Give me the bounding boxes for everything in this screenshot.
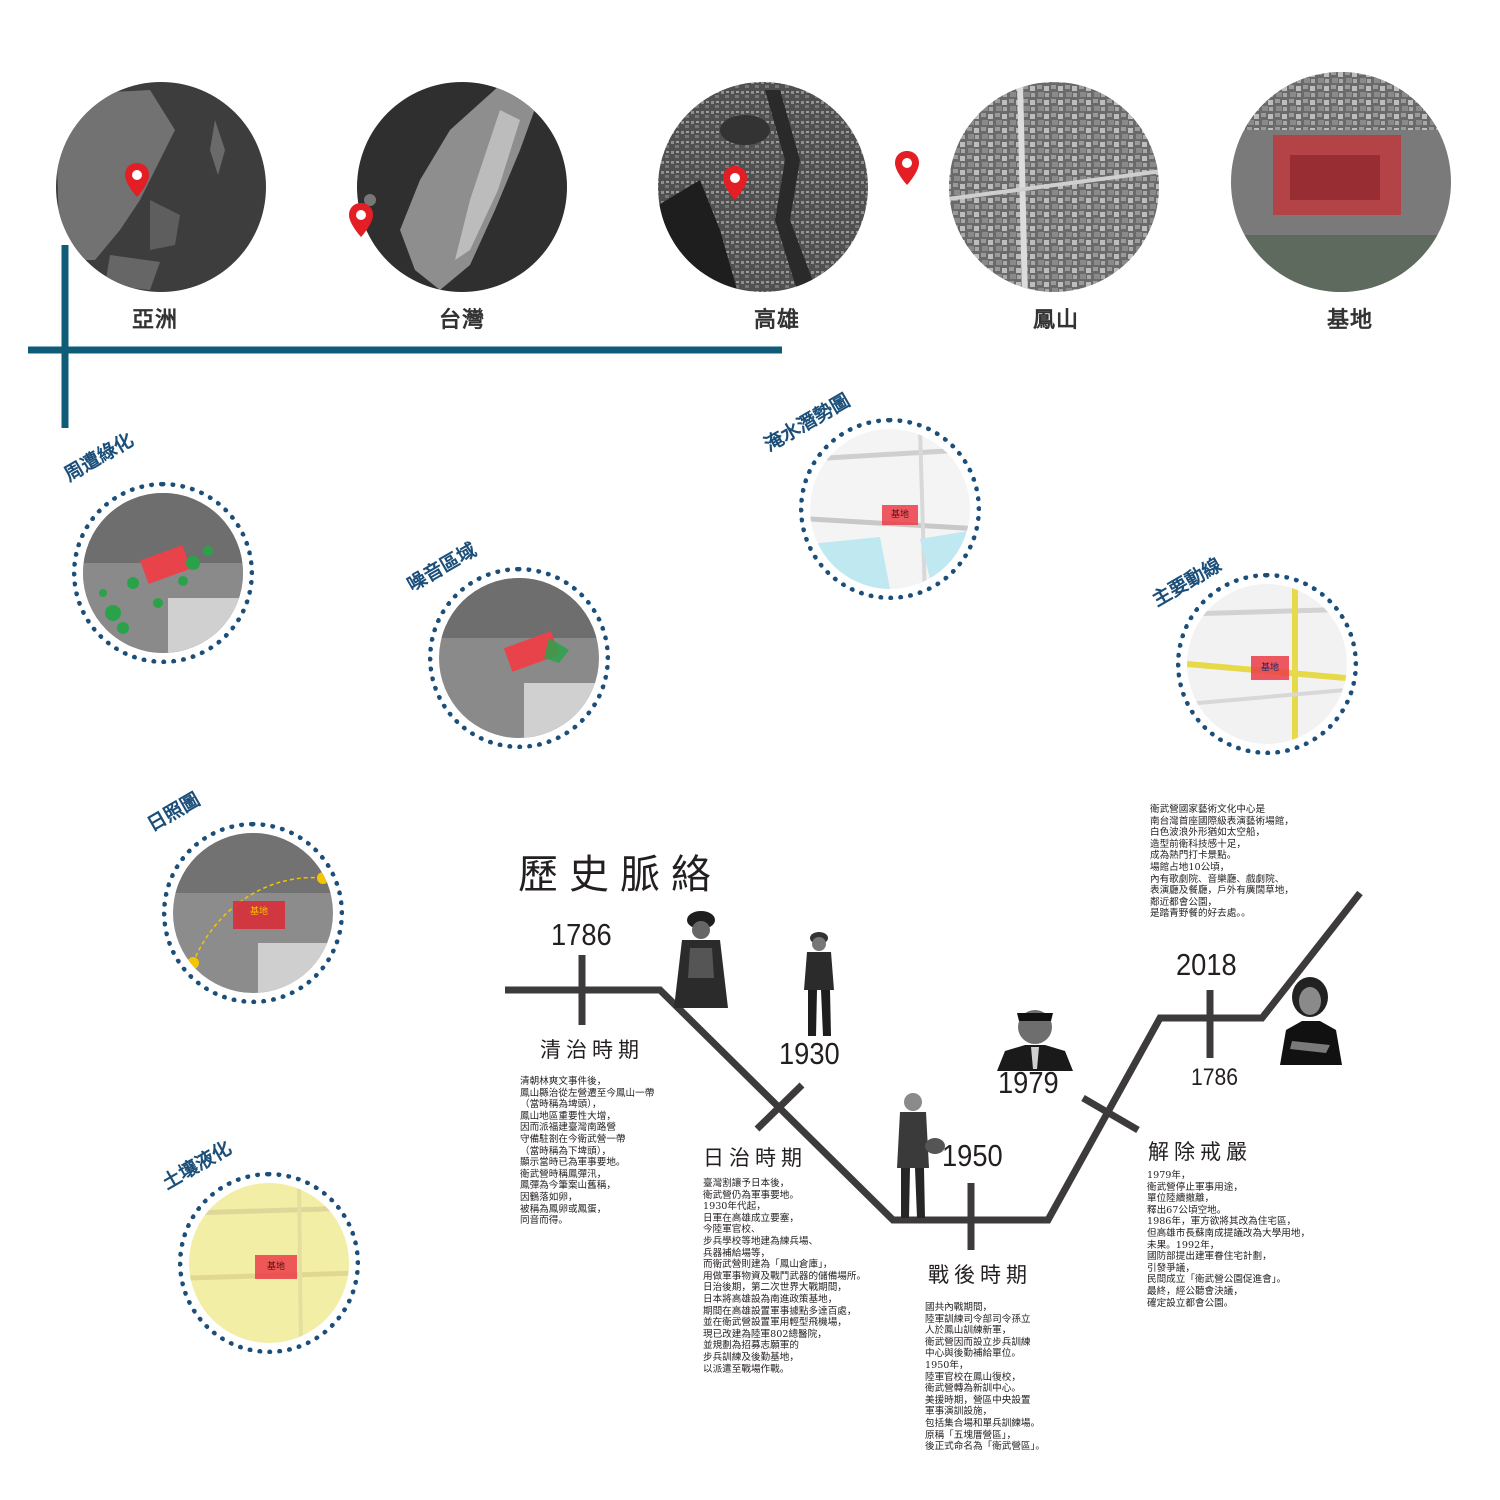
asia-map-image: [56, 82, 266, 292]
traffic-site-marker: 基地: [1251, 656, 1289, 680]
era-qing: 清治時期: [540, 1038, 644, 1062]
text-qing: 清朝林爽文事件後， 鳳山縣治從左營遷至今鳳山一帶 （當時稱為埤頭）， 鳳山地區重…: [520, 1076, 655, 1227]
location-label-fengshan: 鳳山: [1032, 308, 1079, 333]
era-japanese: 日治時期: [703, 1146, 807, 1170]
map-pin-icon: [723, 166, 747, 200]
location-label-taiwan: 台灣: [438, 308, 485, 333]
modern-woman-portrait-figure: [1280, 977, 1342, 1065]
year-1786: 1786: [551, 917, 612, 952]
qing-official-figure: [674, 911, 728, 1008]
tick-1930: [754, 1082, 805, 1132]
noise-circle: [428, 567, 610, 749]
sunlight-title: 日照圖: [143, 788, 204, 837]
location-label-asia: 亞洲: [131, 308, 178, 333]
flood-site-marker: 基地: [882, 505, 918, 525]
location-label-kaohsiung: 高雄: [753, 308, 800, 333]
sunlight-circle: 基地: [162, 822, 344, 1004]
noise-map-image: [439, 578, 599, 738]
map-pin-icon: [349, 203, 373, 237]
map-pin-icon: [895, 151, 919, 185]
year-1950: 1950: [942, 1138, 1003, 1173]
greening-map-image: [83, 493, 243, 653]
text-martial-law-lifted: 1979年， 衛武營停止軍事用途， 單位陸續撤離， 釋出67公頃空地。 1986…: [1147, 1170, 1311, 1309]
year-1930: 1930: [779, 1036, 840, 1071]
kaohsiung-map-image: [658, 82, 868, 292]
soil-circle: 基地: [178, 1172, 360, 1354]
postwar-leader-figure: [897, 1093, 945, 1218]
history-title: 歷史脈絡: [518, 852, 722, 898]
soil-site-marker: 基地: [255, 1255, 297, 1279]
location-scale-graphic: [28, 72, 1451, 428]
tick-1979: [1081, 1094, 1140, 1134]
era-postwar: 戰後時期: [928, 1263, 1032, 1287]
map-pin-icon: [125, 163, 149, 197]
japanese-soldier-figure: [804, 932, 834, 1036]
text-2018: 衛武營國家藝術文化中心是 南台灣首座國際級表演藝術場館， 白色波浪外形猶如太空船…: [1150, 804, 1294, 920]
politician-portrait-figure: [997, 1010, 1073, 1071]
sunlight-site-marker: 基地: [233, 901, 285, 929]
era-martial-law-lifted: 解除戒嚴: [1148, 1140, 1252, 1164]
text-japanese: 臺灣割讓予日本後， 衛武營仍為軍事要地。 1930年代起， 日軍在高雄成立要塞，…: [703, 1178, 867, 1375]
greening-circle: [72, 482, 254, 664]
taiwan-map-image: [357, 82, 567, 292]
year-2018: 2018: [1176, 947, 1237, 982]
year-sub-1786: 1786: [1191, 1064, 1238, 1091]
location-label-site: 基地: [1326, 308, 1373, 333]
site-map-image: [1231, 72, 1451, 292]
traffic-circle: 基地: [1176, 573, 1358, 755]
flood-circle: 基地: [799, 418, 981, 600]
fengshan-map-image: [949, 82, 1159, 292]
year-1979: 1979: [998, 1065, 1059, 1100]
text-postwar: 國共內戰期間， 陸軍訓練司令部司令孫立 人於鳳山訓練新軍， 衛武營因而設立步兵訓…: [925, 1302, 1045, 1453]
